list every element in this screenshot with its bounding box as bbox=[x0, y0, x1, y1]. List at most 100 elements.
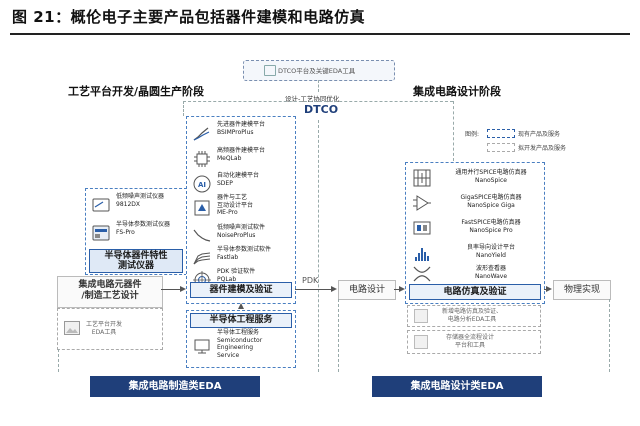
product-name: 先进器件建模平台 bbox=[217, 121, 266, 128]
fastlab-curve-icon bbox=[192, 248, 212, 268]
dtco-connector bbox=[318, 80, 319, 92]
ai-icon: AI bbox=[192, 174, 212, 194]
process-dev-line2: EDA工具 bbox=[91, 329, 117, 336]
product-model: SDEP bbox=[217, 179, 233, 187]
wave-icon bbox=[412, 264, 432, 284]
service-arrow-up bbox=[238, 303, 244, 309]
product-model: FS-Pro bbox=[116, 228, 135, 236]
ic-to-modeling-arrow bbox=[180, 286, 186, 292]
noise-curve-icon bbox=[192, 226, 212, 246]
product-name: 器件与工艺 bbox=[217, 194, 248, 201]
product-name: 低频噪声测试软件 bbox=[217, 224, 266, 231]
sim-to-physical-arrow bbox=[546, 286, 552, 292]
product-model: BSIMProPlus bbox=[217, 128, 254, 136]
circuit-sim-title: 电路仿真及验证 bbox=[409, 284, 541, 300]
monitor-icon bbox=[264, 65, 276, 76]
product-name: PDK 验证软件 bbox=[217, 268, 256, 275]
future-item-2-line2: 平台和工具 bbox=[455, 342, 486, 349]
product-model: ME-Pro bbox=[217, 209, 238, 216]
sim-to-physical-line bbox=[544, 289, 546, 290]
product-model: 9812DX bbox=[116, 200, 140, 208]
process-dev-box: 工艺平台开发 EDA工具 bbox=[57, 308, 163, 350]
dtco-platform-box: DTCO平台及关键EDA工具 bbox=[243, 60, 395, 81]
circuit-icon bbox=[412, 168, 432, 188]
process-dev-line1: 工艺平台开发 bbox=[86, 321, 123, 328]
device-modeling-title: 器件建模及验证 bbox=[190, 282, 292, 298]
footer-design-eda: 集成电路设计类EDA bbox=[372, 376, 542, 397]
future-item-2-icon bbox=[414, 335, 428, 349]
caption-rule bbox=[10, 33, 630, 35]
product-name: 通用并行SPICE电路仿真器 bbox=[455, 169, 527, 176]
product-model: NanoWave bbox=[474, 272, 508, 280]
future-item-1-line2: 电路分析EDA工具 bbox=[447, 316, 497, 323]
product-name: 半导体参数测试仪器 bbox=[116, 221, 171, 228]
design-to-sim-arrow bbox=[399, 286, 405, 292]
future-item-1: 新增电路仿真及验证、 电路分析EDA工具 bbox=[407, 305, 541, 327]
semi-test-title-line2: 测试仪器 bbox=[117, 261, 154, 271]
noise-analyzer-icon bbox=[91, 195, 111, 215]
stage-divider bbox=[318, 120, 319, 372]
process-icon bbox=[192, 198, 212, 218]
dtco-subtitle: 设计-工艺协同优化 bbox=[285, 95, 340, 103]
product-line3: Engineering bbox=[217, 344, 253, 351]
figure-caption: 图 21：概伦电子主要产品包括器件建模和电路仿真 bbox=[12, 8, 366, 26]
future-item-2-line1: 存储器全流程设计 bbox=[446, 334, 495, 341]
product-model: NanoYield bbox=[476, 251, 506, 259]
fastspice-icon bbox=[412, 218, 432, 238]
ic-block-line1: 集成电路元器件 bbox=[78, 280, 142, 290]
product-name: 自动化建模平台 bbox=[217, 172, 260, 179]
future-item-1-text: 新增电路仿真及验证、 电路分析EDA工具 bbox=[442, 308, 502, 324]
dtco-platform-label: DTCO平台及关键EDA工具 bbox=[278, 67, 356, 75]
legend-label: 图例: bbox=[465, 131, 480, 138]
future-item-2-text: 存储器全流程设计 平台和工具 bbox=[446, 334, 494, 350]
product-name: 波形查看器 bbox=[475, 265, 506, 272]
future-item-2: 存储器全流程设计 平台和工具 bbox=[407, 330, 541, 354]
legend-developing-swatch bbox=[487, 143, 515, 152]
left-bracket-line bbox=[58, 349, 59, 372]
chip-icon bbox=[192, 149, 212, 169]
opamp-icon bbox=[412, 193, 432, 213]
svg-text:AI: AI bbox=[198, 181, 206, 189]
product-model: PQLab bbox=[217, 275, 237, 283]
legend-developing-label: 拟开发产品及服务 bbox=[518, 145, 567, 152]
pdk-label: PDK bbox=[302, 276, 319, 285]
legend-existing-label: 现有产品及服务 bbox=[518, 131, 561, 138]
curve-modeling-icon bbox=[192, 123, 212, 143]
product-name: FastSPICE电路仿真器 bbox=[461, 219, 521, 226]
product-name: GigaSPICE电路仿真器 bbox=[460, 194, 522, 201]
product-name: 良率导向设计平台 bbox=[466, 244, 515, 251]
product-name: 高频器件建模平台 bbox=[217, 147, 266, 154]
image-icon bbox=[64, 320, 80, 335]
product-model: NanoSpice bbox=[475, 176, 507, 184]
ic-to-modeling-line bbox=[161, 289, 181, 290]
dtco-link-line bbox=[183, 101, 453, 102]
dtco-title: DTCO bbox=[304, 103, 339, 116]
future-item-1-icon bbox=[414, 309, 428, 323]
semi-test-title-line1: 半导体器件特性 bbox=[104, 251, 168, 261]
product-line4: Service bbox=[217, 351, 240, 359]
dtco-link-left-drop bbox=[183, 101, 184, 116]
product-model: NanoSpice Giga bbox=[467, 201, 515, 209]
product-name-line2: 互动设计平台 bbox=[217, 201, 254, 209]
product-name: 半导体工程服务 bbox=[217, 329, 260, 336]
circuit-design-box: 电路设计 bbox=[338, 280, 396, 300]
semi-test-title-box: 半导体器件特性 测试仪器 bbox=[89, 249, 183, 273]
stage-title-left: 工艺平台开发/晶圆生产阶段 bbox=[68, 85, 205, 98]
parameter-tester-icon bbox=[91, 223, 111, 243]
product-model: MeQLab bbox=[217, 154, 242, 162]
eng-service-title: 半导体工程服务 bbox=[190, 313, 292, 328]
footer-manufacturing-eda: 集成电路制造类EDA bbox=[90, 376, 260, 397]
